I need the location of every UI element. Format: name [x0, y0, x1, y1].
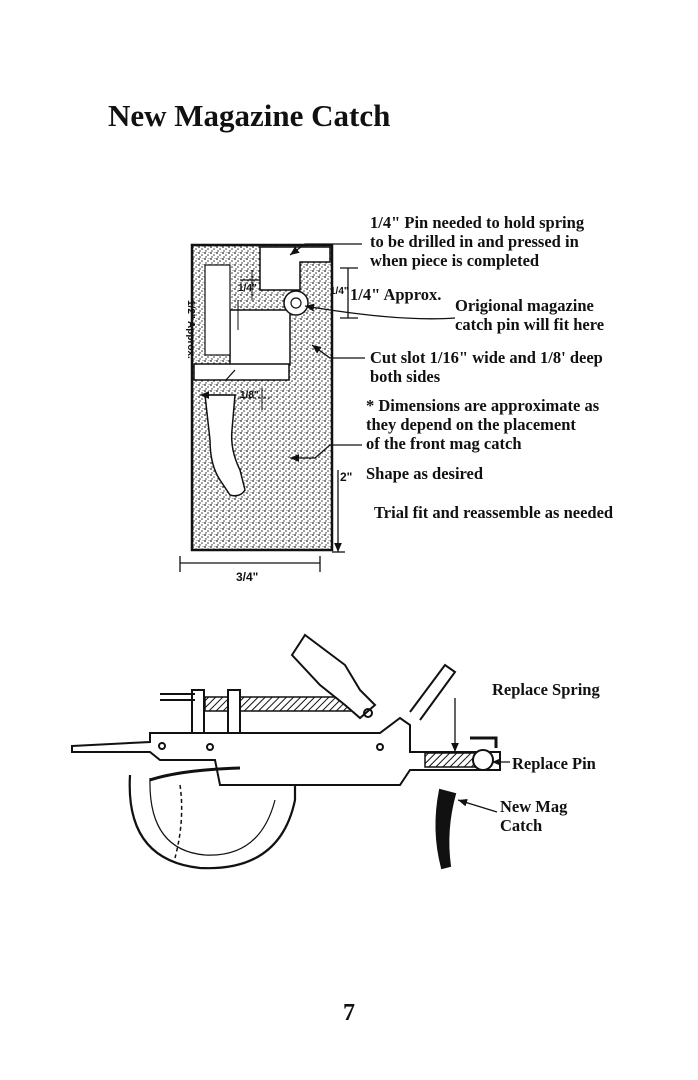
new-mag-label-1: New Mag — [500, 797, 568, 816]
replace-pin-label: Replace Pin — [512, 754, 596, 773]
top-leader-lines — [179, 243, 456, 572]
dims-note-line-3: of the front mag catch — [366, 434, 522, 453]
page-number: 7 — [343, 1000, 355, 1026]
trial-note: Trial fit and reassemble as needed — [374, 503, 614, 522]
width-dimension: 3/4" — [236, 570, 259, 584]
inner-quarter-dimension: 1/4" — [238, 283, 257, 294]
eighth-dimension: 1/8" — [240, 390, 259, 401]
quarter-dimension: 1/4" — [330, 286, 349, 297]
slot-bar — [193, 363, 290, 381]
replace-spring-label: Replace Spring — [492, 680, 600, 699]
slot-note-line-1: Cut slot 1/16" wide and 1/8' deep — [370, 348, 603, 367]
dims-note-line-2: they depend on the placement — [366, 415, 576, 434]
approx-label: 1/4" Approx. — [350, 285, 442, 304]
catch-blank-diagram — [190, 243, 334, 552]
orig-pin-line-1: Origional magazine — [455, 296, 594, 315]
pin-note-line-1: 1/4" Pin needed to hold spring — [370, 213, 585, 232]
dims-note-line-1: * Dimensions are approximate as — [366, 396, 600, 415]
trigger-guard-diagram — [71, 633, 501, 870]
pin-note-line-3: when piece is completed — [370, 251, 540, 270]
orig-pin-line-2: catch pin will fit here — [455, 315, 605, 334]
new-mag-catch-part — [435, 788, 457, 870]
half-approx-dimension: 1/2" Approx. — [185, 300, 196, 359]
slot-note-line-2: both sides — [370, 367, 441, 386]
height-dimension: 2" — [340, 470, 353, 484]
hook-shape — [204, 394, 246, 497]
page-title: New Magazine Catch — [108, 98, 391, 133]
shape-note: Shape as desired — [366, 464, 484, 483]
bottom-leader-lines — [451, 698, 510, 813]
spring-tube — [424, 752, 476, 768]
pin-note-line-2: to be drilled in and pressed in — [370, 232, 579, 251]
new-mag-label-2: Catch — [500, 816, 543, 835]
